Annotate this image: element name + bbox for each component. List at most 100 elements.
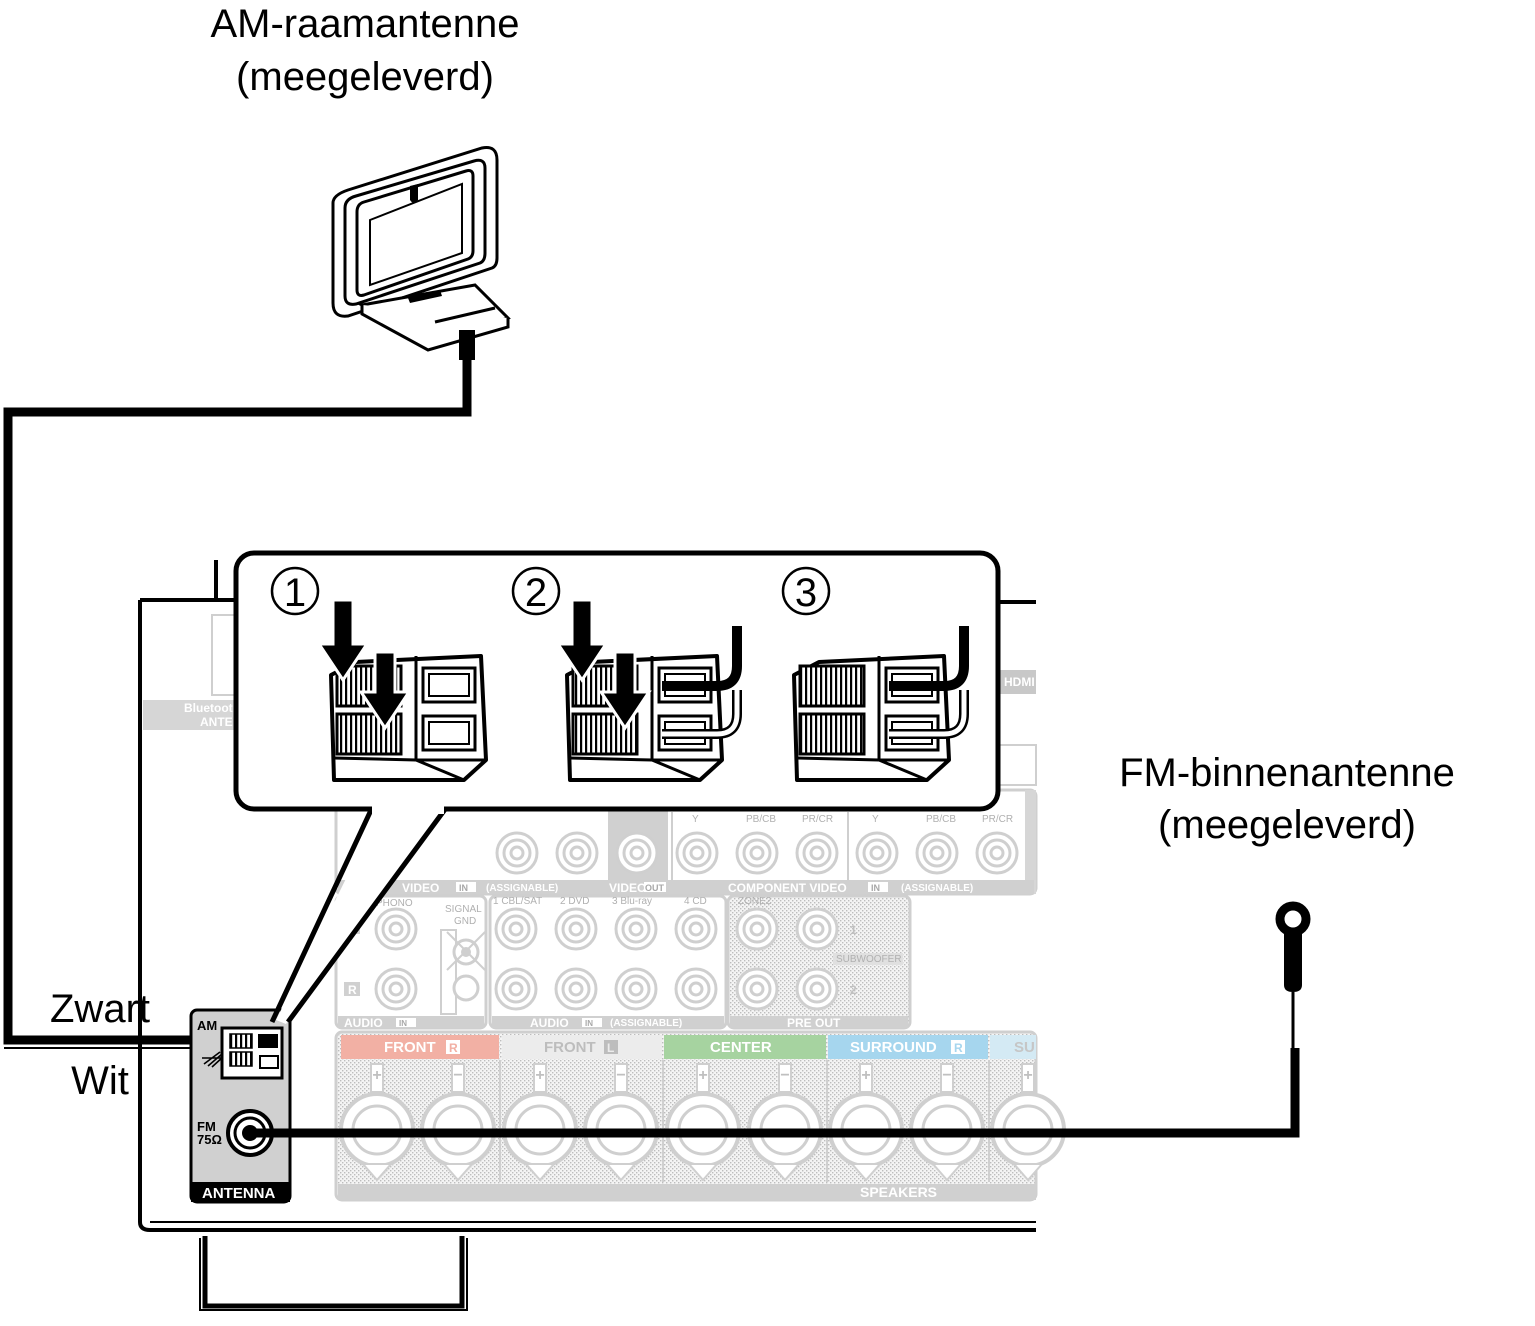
rca-jack-pin [869, 845, 885, 861]
video-jacks [495, 831, 1019, 875]
video-out-label: VIDEO [609, 881, 646, 895]
antenna-terminal-block: ANTENNA AM FM 75Ω [189, 1008, 292, 1204]
audio-r-label: R [348, 983, 357, 997]
center-label: CENTER [710, 1039, 772, 1056]
rca-jack-pin [688, 981, 704, 997]
receiver-rear-panel: Bluetooth ANTE HDMI VIDEO IN (ASSIGNABLE… [138, 560, 1066, 1311]
audio-dvd-label: 2 DVD [560, 896, 589, 907]
bluetooth-label-2: ANTE [200, 715, 233, 729]
audio-in-1-label: AUDIO [344, 1016, 383, 1030]
inserted-wire-white [662, 690, 740, 737]
fm-antenna-title-line1: FM-binnenantenne [1119, 751, 1455, 795]
speakers-label: SPEAKERS [860, 1184, 937, 1200]
fm-antenna-cable [250, 1048, 1300, 1138]
front-l-label: FRONT [544, 1039, 596, 1056]
terminal-lever-bottom [798, 712, 866, 756]
rca-jack-pin [688, 921, 704, 937]
binding-post-foot [849, 1163, 883, 1182]
audio-in-2-assignable: (ASSIGNABLE) [610, 1018, 682, 1029]
subwoofer-label: SUBWOOFER [836, 954, 902, 965]
zone2-label: ZONE2 [738, 896, 772, 907]
binding-post-foot [360, 1163, 394, 1182]
rca-jack-pin [749, 845, 765, 861]
minus-sign: − [616, 1067, 625, 1084]
comp-y-1: Y [692, 814, 699, 825]
audio-bluray-label: 3 Blu-ray [612, 896, 652, 907]
binding-post-foot [523, 1163, 557, 1182]
rca-jack-pin [388, 981, 404, 997]
pre-out-label: PRE OUT [787, 1016, 841, 1030]
front-l-tag: L [607, 1041, 614, 1055]
press-arrow-icon [358, 650, 412, 731]
rca-jack-pin [628, 981, 644, 997]
binding-post-foot [1011, 1163, 1045, 1182]
rca-jack-pin [629, 845, 645, 861]
plus-sign: + [372, 1067, 381, 1084]
plus-sign: + [535, 1067, 544, 1084]
sub-1-label: 1 [850, 923, 857, 937]
spring-terminal-done [792, 626, 969, 782]
step-3-number: 3 [795, 571, 817, 615]
comp-pr-2: PR/CR [982, 814, 1013, 825]
audio-jacks [374, 907, 718, 1011]
binding-post-tab [940, 1063, 954, 1093]
antenna-section-label: ANTENNA [202, 1185, 275, 1202]
minus-sign: − [942, 1067, 951, 1084]
rca-jack-pin [929, 845, 945, 861]
audio-cd-label: 4 CD [684, 896, 707, 907]
video-out-tag: OUT [645, 883, 665, 893]
press-arrow-icon [316, 598, 370, 683]
minus-sign: − [780, 1067, 789, 1084]
terminal-edge [796, 756, 928, 782]
binding-post-tab [370, 1063, 384, 1093]
rca-jack-pin [749, 981, 765, 997]
rca-jack-pin [749, 921, 765, 937]
binding-post-tab [533, 1063, 547, 1093]
video-in-tag: IN [459, 883, 468, 893]
inserted-wire-white [889, 690, 967, 737]
signal-gnd-2: GND [454, 916, 476, 927]
minus-sign: − [453, 1067, 462, 1084]
plus-sign: + [698, 1067, 707, 1084]
black-wire-label: Zwart [50, 987, 150, 1031]
video-in-label: VIDEO [402, 881, 439, 895]
front-l-band [502, 1035, 662, 1059]
rca-jack-pin [809, 921, 825, 937]
plus-sign: + [1023, 1067, 1032, 1084]
center-band [664, 1035, 826, 1059]
rca-jack-pin [689, 845, 705, 861]
binding-post-tab [1021, 1063, 1035, 1093]
comp-y-2: Y [872, 814, 879, 825]
audio-cbl-label: 1 CBL/SAT [493, 896, 542, 907]
binding-post-tab [614, 1063, 628, 1093]
binding-post-tab [696, 1063, 710, 1093]
comp-pb-2: PB/CB [926, 814, 956, 825]
plus-sign: + [861, 1067, 870, 1084]
rca-jack-pin [508, 981, 524, 997]
audio-in-2-tag: IN [585, 1019, 593, 1028]
rca-jack-pin [809, 845, 825, 861]
step-2-marker: 2 [511, 566, 561, 616]
audio-in-1-tag: IN [399, 1019, 407, 1028]
fm-impedance-label: 75Ω [197, 1132, 222, 1147]
binding-post-foot [930, 1163, 964, 1182]
am-loop-antenna-icon [331, 146, 511, 360]
comp-pr-1: PR/CR [802, 814, 833, 825]
am-antenna-title-line2: (meegeleverd) [236, 55, 494, 99]
step-2-number: 2 [525, 571, 547, 615]
inserted-wire-black [889, 626, 969, 691]
surround-next-band [990, 1035, 1036, 1059]
surround-cut-label: SU [1014, 1039, 1035, 1056]
rca-jack-pin [809, 981, 825, 997]
step-3-marker: 3 [781, 566, 831, 616]
surround-r-label: SURROUND [850, 1039, 937, 1056]
callout-steps: 1 2 3 [233, 550, 1001, 1024]
step-1-number: 1 [284, 571, 306, 615]
binding-post-foot [441, 1163, 475, 1182]
terminal-hole-bottom-inner [428, 721, 470, 745]
terminal-edge [333, 756, 465, 782]
binding-post-tab [451, 1063, 465, 1093]
am-antenna-title-line1: AM-raamantenne [210, 2, 519, 46]
rca-jack-pin [628, 921, 644, 937]
